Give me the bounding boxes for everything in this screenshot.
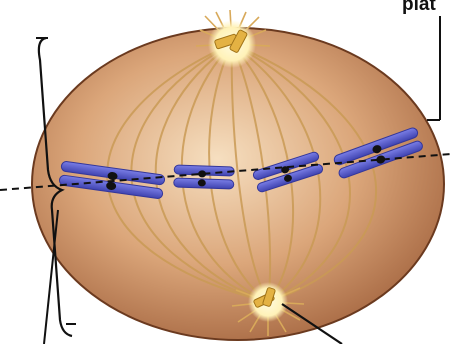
- centrosome-top: [208, 20, 256, 68]
- plate-pointer: [427, 16, 440, 120]
- centrosome-bottom: [248, 282, 288, 322]
- plate-label: plat: [402, 0, 436, 15]
